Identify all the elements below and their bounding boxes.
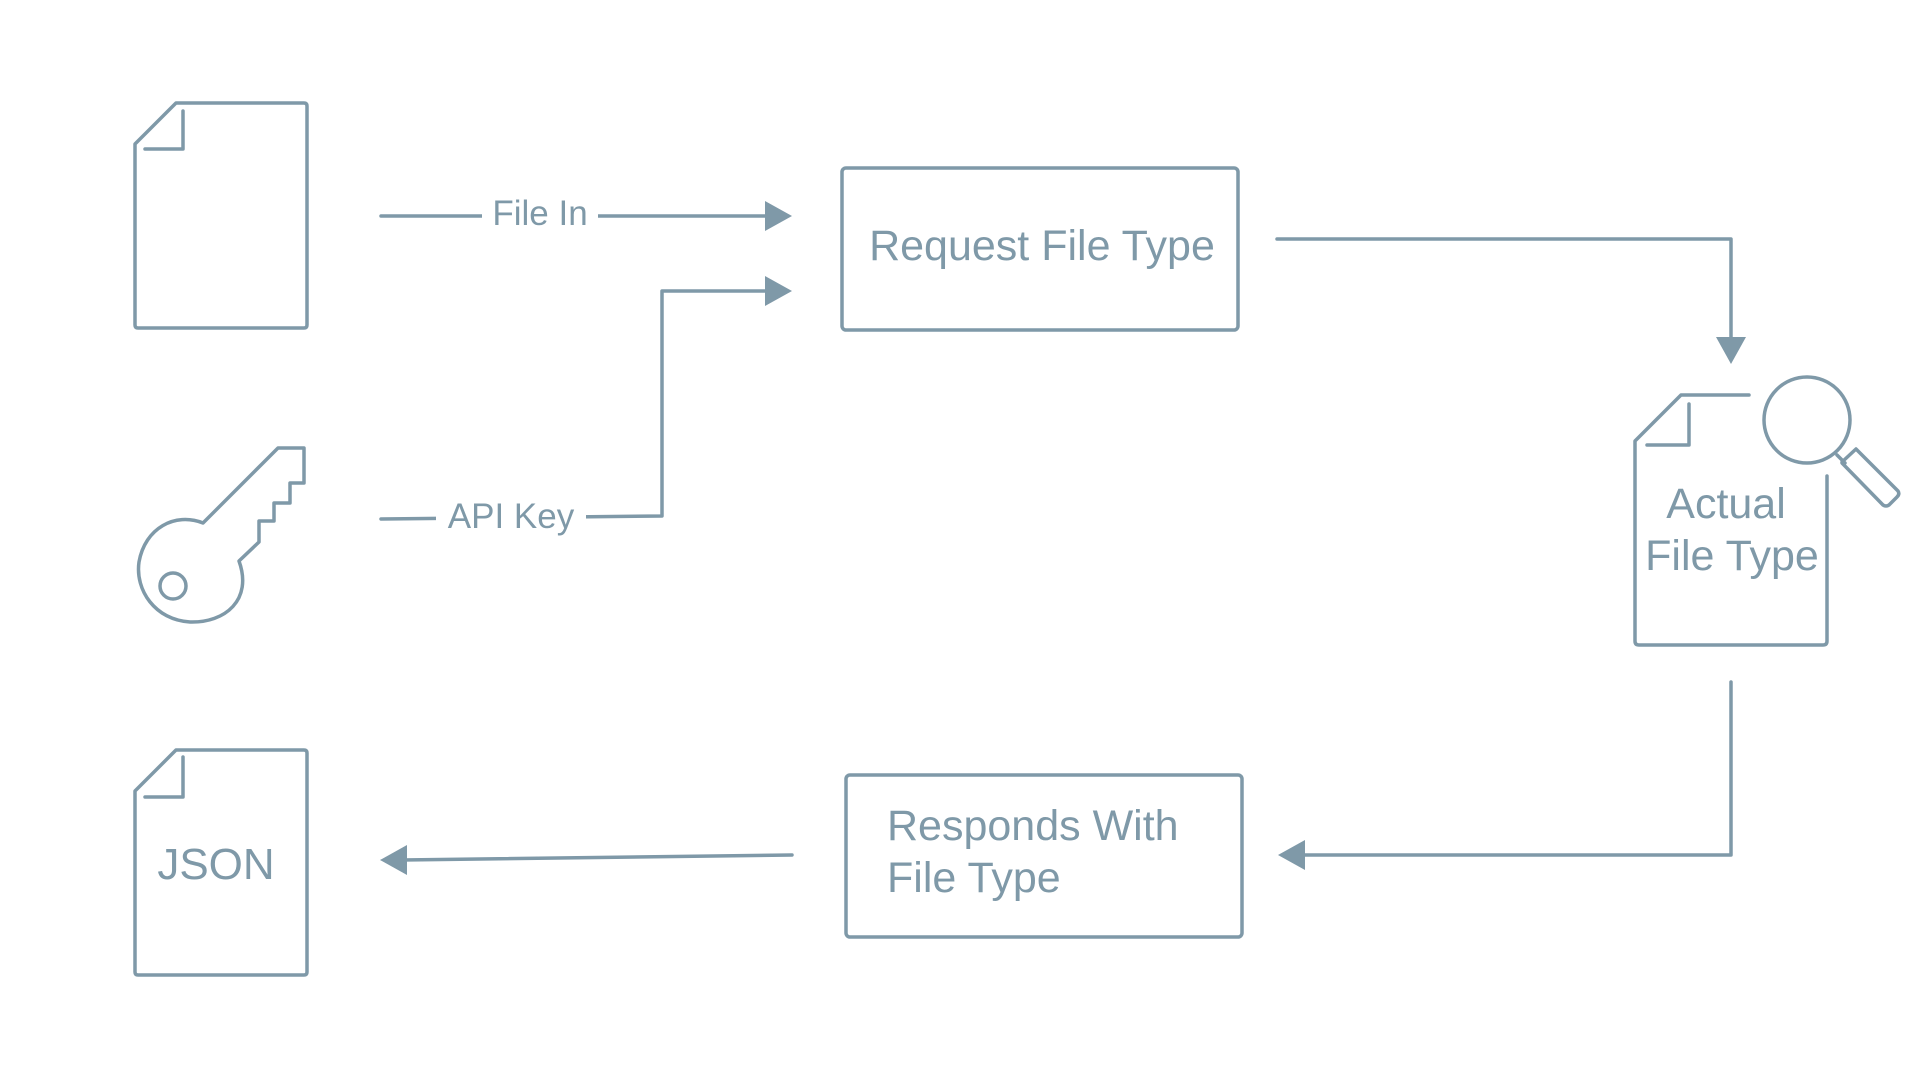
api-key-arrow: API Key (379, 276, 792, 541)
svg-text:Responds With File Type: Responds With File Type (887, 802, 1191, 902)
file-in-label: File In (492, 194, 587, 233)
file-in-arrow: File In (379, 190, 792, 238)
responds-with-file-type-box: Responds With File Type (844, 773, 1244, 939)
responds-label-line1: Responds With (887, 802, 1179, 850)
actual-file-type-node: Actual File Type (1633, 375, 1901, 647)
responds-to-json-arrow (380, 845, 794, 875)
document-icon (133, 101, 309, 330)
request-file-type-box: Request File Type (840, 166, 1240, 332)
actual-label-line1: Actual (1666, 480, 1786, 528)
svg-text:Actual File Type: Actual File Type (1645, 480, 1819, 580)
document-search-icon (1633, 393, 1829, 647)
actual-to-responds-arrow (1278, 680, 1733, 870)
key-icon (136, 446, 306, 624)
request-to-actual-arrow (1275, 237, 1746, 364)
actual-label-line2: File Type (1645, 532, 1819, 580)
request-file-type-label: Request File Type (869, 222, 1215, 270)
json-document: JSON (133, 748, 309, 977)
magnifier-icon (1762, 375, 1852, 465)
api-key-label: API Key (448, 497, 575, 536)
document-icon (133, 748, 309, 977)
json-label: JSON (157, 840, 274, 889)
responds-label-line2: File Type (887, 854, 1061, 902)
